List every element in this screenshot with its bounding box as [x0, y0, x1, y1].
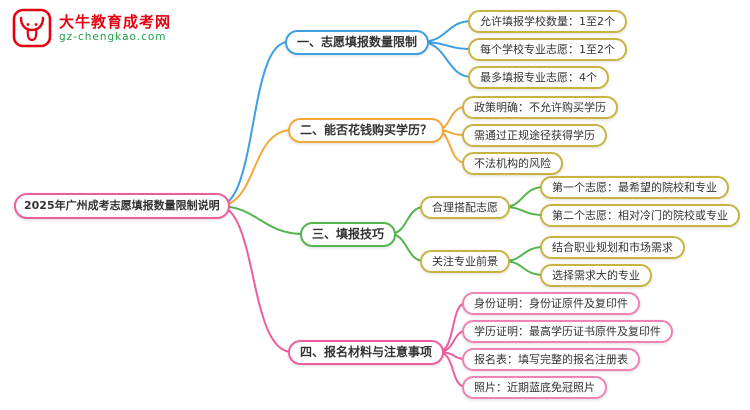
link-curve — [503, 186, 545, 208]
site-url: gz-chengkao.com — [59, 30, 167, 43]
link-curve — [503, 260, 545, 276]
link-curve — [217, 205, 293, 353]
root-node: 2025年广州成考志愿填报数量限制说明 — [14, 193, 230, 219]
branch-4-leaf-2: 学历证明：最高学历证书原件及复印件 — [462, 320, 673, 343]
branch-3-sub-1-leaf-1: 第一个志愿：最希望的院校和专业 — [540, 176, 729, 199]
site-name: 大牛教育成考网 — [59, 12, 172, 31]
branch-3-sub-2-leaf-1: 结合职业规划和市场需求 — [540, 236, 685, 259]
branch-1-leaf-2: 每个学校专业志愿：1至2个 — [468, 38, 627, 61]
branch-2: 二、能否花钱购买学历？ — [288, 118, 445, 143]
branch-4-leaf-3: 报名表：填写完整的报名注册表 — [462, 348, 640, 371]
bull-icon — [12, 8, 52, 48]
link-curve — [217, 205, 305, 235]
branch-2-leaf-3: 不法机构的风险 — [462, 152, 563, 175]
branch-3-sub-2-leaf-2: 选择需求大的专业 — [540, 264, 652, 287]
link-curve — [217, 129, 293, 207]
branch-4-leaf-1: 身份证明：身份证原件及复印件 — [462, 292, 640, 315]
logo-text: 大牛教育成考网 gz-chengkao.com — [59, 13, 171, 44]
branch-3-sub-2: 关注专业前景 — [420, 250, 510, 273]
branch-4-leaf-4: 照片：近期蓝底免冠照片 — [462, 376, 607, 399]
link-curve — [503, 246, 545, 262]
link-curve — [503, 206, 545, 216]
branch-1-leaf-3: 最多填报专业志愿：4个 — [468, 66, 609, 89]
branch-4: 四、报名材料与注意事项 — [288, 340, 445, 365]
link-curve — [217, 41, 289, 207]
site-logo: 大牛教育成考网 gz-chengkao.com — [12, 8, 171, 48]
branch-2-leaf-2: 需通过正规途径获得学历 — [462, 124, 607, 147]
branch-1-leaf-1: 允许填报学校数量：1至2个 — [468, 10, 627, 33]
branch-1: 一、志愿填报数量限制 — [285, 30, 430, 55]
branch-3-sub-1-leaf-2: 第二个志愿：相对冷门的院校或专业 — [540, 204, 740, 227]
branch-3: 三、填报技巧 — [300, 222, 397, 247]
branch-2-leaf-1: 政策明确：不允许购买学历 — [462, 96, 618, 119]
branch-3-sub-1: 合理搭配志愿 — [420, 196, 510, 219]
